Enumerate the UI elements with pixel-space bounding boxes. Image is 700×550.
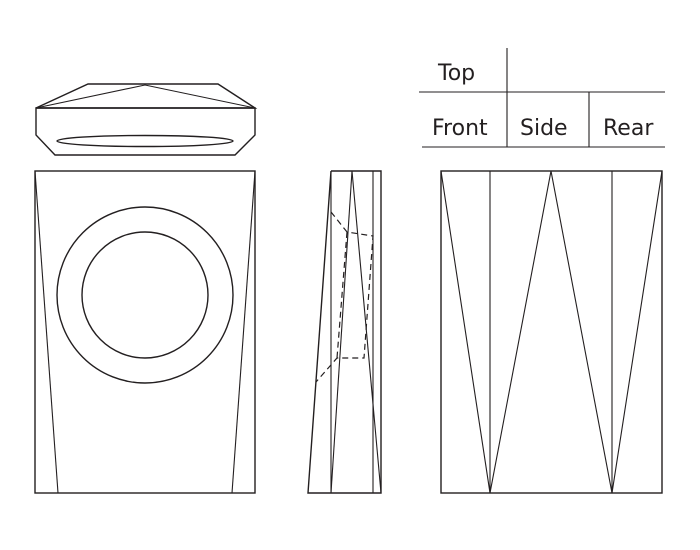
view-key-front-label: Front (432, 116, 488, 141)
top-view-upper-bevel (35, 83, 258, 109)
top-view-facet-left (35, 84, 256, 109)
front-view-outer-ring (56, 206, 234, 384)
side-view (307, 170, 382, 494)
front-view-left-edge (34, 170, 59, 494)
rear-view-outline (440, 170, 663, 494)
view-key: Top Front Side Rear (419, 48, 665, 148)
front-view-inner-ring (81, 231, 209, 359)
top-view-band (35, 107, 256, 156)
front-view-outline (34, 170, 256, 494)
view-key-side-label: Side (520, 116, 568, 141)
rear-view (440, 170, 663, 494)
side-view-diag-a (330, 170, 353, 494)
rear-view-zigzag (440, 170, 663, 494)
view-key-rear-label: Rear (603, 116, 654, 141)
side-view-outline (307, 170, 382, 494)
front-view (34, 170, 256, 494)
side-view-hidden-vertical (336, 231, 348, 359)
view-key-top-label: Top (437, 61, 475, 86)
top-view-ellipse (56, 134, 234, 148)
side-view-hidden-profile (315, 211, 374, 383)
top-view (35, 83, 258, 156)
side-view-diag-b (351, 170, 382, 494)
front-view-right-edge (231, 170, 256, 494)
